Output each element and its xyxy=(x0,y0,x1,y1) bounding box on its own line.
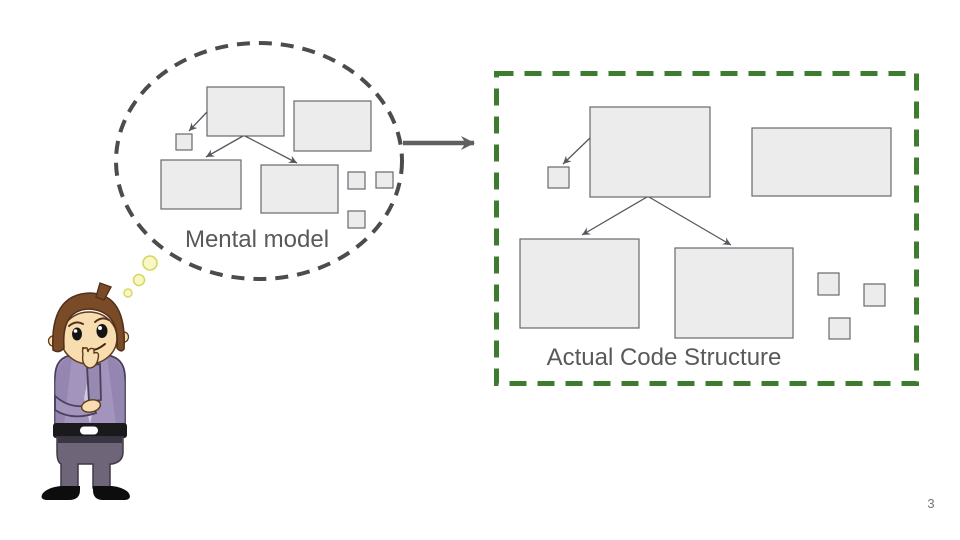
mm-square-left xyxy=(175,133,193,151)
thought-dot-1 xyxy=(142,255,158,271)
mm-box-root xyxy=(206,86,285,137)
mm-box-child-right xyxy=(260,164,339,214)
ac-square-3 xyxy=(828,317,851,340)
actual-code-border xyxy=(494,71,919,386)
ac-box-child-right xyxy=(674,247,794,339)
mm-connector-2 xyxy=(205,135,244,158)
person-belt-buckle xyxy=(80,426,98,435)
ac-square-left xyxy=(547,166,570,189)
mm-square-1 xyxy=(347,171,366,190)
thought-bubble-outline xyxy=(114,41,404,281)
thinking-person-illustration xyxy=(41,282,130,500)
ac-connector-3 xyxy=(648,196,732,246)
thought-dot-2 xyxy=(132,273,146,287)
ac-connector-2 xyxy=(581,196,648,236)
mental-model-bubble: Mental model xyxy=(114,41,404,281)
mm-connector-1 xyxy=(188,111,208,132)
ac-square-2 xyxy=(863,283,886,307)
person-shoe-left xyxy=(41,486,80,500)
mental-model-label: Mental model xyxy=(185,226,329,253)
person-eye-highlight-left xyxy=(73,329,78,333)
ac-box-sibling xyxy=(751,127,892,197)
ac-box-root xyxy=(589,106,711,198)
thought-dot-3 xyxy=(123,288,133,298)
person-torso-shade-right xyxy=(107,356,125,424)
person-eyebrow-right xyxy=(94,317,110,323)
mm-square-3 xyxy=(347,210,366,229)
actual-code-structure-panel: Actual Code Structure xyxy=(494,71,919,386)
mm-box-sibling xyxy=(293,100,372,152)
mm-box-child-left xyxy=(160,159,242,210)
person-hair-tuft xyxy=(95,282,113,301)
person-forearm-sleeve xyxy=(86,362,102,404)
person-eye-right xyxy=(96,324,108,338)
person-eye-left xyxy=(72,327,82,341)
page-number: 3 xyxy=(927,496,934,511)
thought-dots xyxy=(123,255,158,298)
actual-code-label: Actual Code Structure xyxy=(547,344,782,371)
person-pants-shadow xyxy=(58,437,122,443)
person-hair xyxy=(52,292,125,353)
person-pants xyxy=(56,436,124,489)
person-folded-hand xyxy=(80,399,102,413)
ac-box-child-left xyxy=(519,238,640,329)
person-eyebrow-left xyxy=(68,321,84,327)
ac-connector-1 xyxy=(562,137,591,165)
mm-square-2 xyxy=(375,171,394,189)
mm-connector-3 xyxy=(244,135,298,164)
person-shoe-right xyxy=(93,486,130,500)
person-eye-highlight-right xyxy=(98,326,102,330)
person-chin-hand xyxy=(81,347,100,369)
ac-square-1 xyxy=(817,272,840,296)
